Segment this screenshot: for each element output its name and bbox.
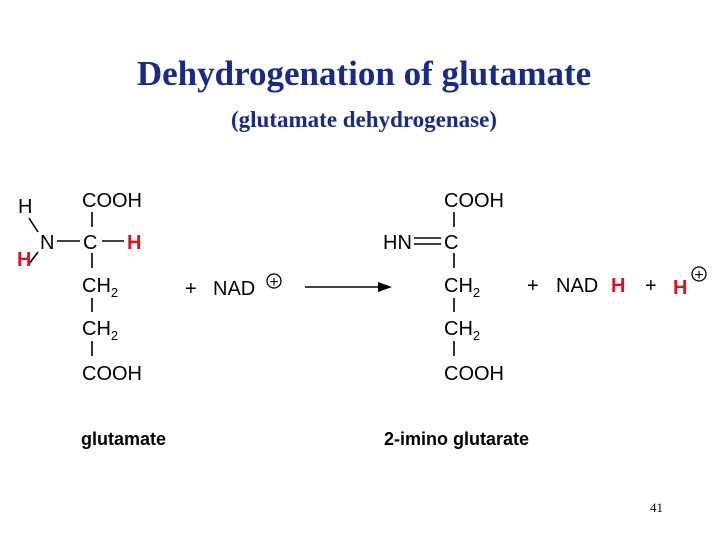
glutamate-label: glutamate	[81, 429, 166, 449]
alpha-c-label: C	[83, 232, 97, 254]
reagent-plus-sign: +	[185, 278, 197, 300]
nad-label: NAD	[213, 278, 255, 300]
bond-n-h-upper	[28, 217, 39, 233]
nadh-nad-label: NAD	[556, 275, 598, 297]
alpha-h-label: H	[127, 232, 141, 254]
imino-hn-label: HN	[383, 232, 412, 254]
page-number: 41	[650, 500, 663, 515]
byproduct-plus-sign-1: +	[527, 275, 539, 297]
nad-charge-circle	[266, 273, 282, 289]
slide-title: Dehydrogenation of glutamate	[136, 54, 592, 93]
nad-reagent: + NAD +	[185, 273, 282, 300]
cooh-top-label: COOH	[82, 190, 142, 212]
imino-glutarate-label: 2-imino glutarate	[384, 429, 529, 449]
product-cooh-top-label: COOH	[444, 190, 504, 212]
nadh-h-label: H	[611, 275, 625, 297]
cooh-bottom-label: COOH	[82, 363, 142, 385]
amino-n-label: N	[40, 232, 54, 254]
product-ch2-upper-label: CH2	[444, 275, 480, 300]
proton-charge-sign: +	[694, 267, 703, 284]
proton-h-label: H	[673, 277, 687, 299]
proton-charge-circle	[691, 266, 707, 282]
byproducts: + NAD H + H +	[527, 266, 707, 299]
glutamate-structure: COOH H N C H H CH2 CH2 COOH glutamate	[17, 190, 166, 449]
ch2-lower-label: CH2	[82, 318, 118, 343]
byproduct-plus-sign-2: +	[645, 275, 657, 297]
ch2-upper-label: CH2	[82, 275, 118, 300]
product-ch2-lower-label: CH2	[444, 318, 480, 343]
amino-h-upper-label: H	[18, 196, 32, 218]
bond-n-h-lower	[28, 251, 39, 265]
imino-glutarate-structure: COOH HN C CH2 CH2 COOH 2-imino glutarate	[383, 190, 529, 449]
product-cooh-bottom-label: COOH	[444, 363, 504, 385]
nad-charge-sign: +	[269, 274, 278, 291]
slide-subtitle: (glutamate dehydrogenase)	[231, 107, 497, 132]
product-alpha-c-label: C	[444, 232, 458, 254]
amino-h-lower-label: H	[17, 249, 31, 271]
reaction-arrow	[305, 282, 392, 292]
